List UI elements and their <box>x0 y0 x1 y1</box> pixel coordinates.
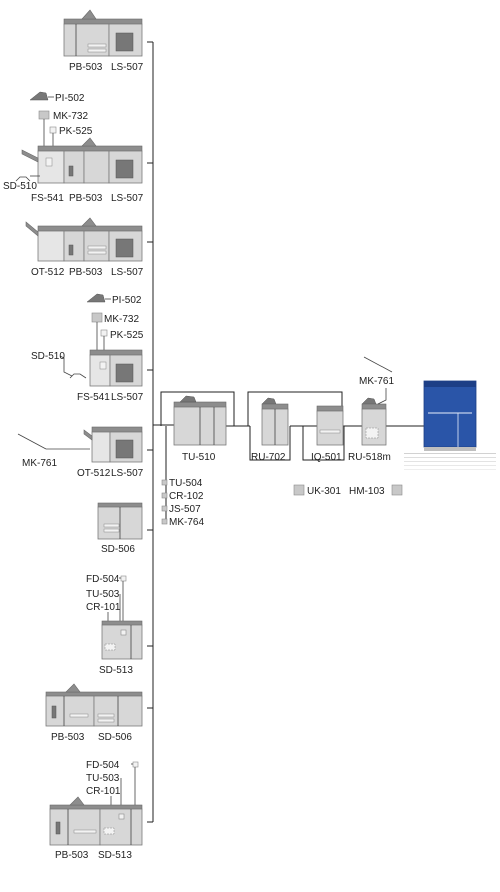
label-ls-507: LS-507 <box>111 62 144 73</box>
label-uk-301: UK-301 <box>307 486 341 497</box>
label-cr-101: CR-101 <box>86 602 121 613</box>
label-mk-761: MK-761 <box>22 458 57 469</box>
label-pi-502: PI-502 <box>55 93 85 104</box>
options-uk-hm: UK-301 HM-103 <box>293 484 403 497</box>
label-sd-510: SD-510 <box>3 181 37 192</box>
label-pb-503: PB-503 <box>69 193 103 204</box>
label-fs-541: FS-541 <box>77 392 110 403</box>
label-pb-503: PB-503 <box>69 62 103 73</box>
unit-iq-501[interactable]: IQ-501 <box>311 405 344 463</box>
option-js-507: JS-507 <box>169 504 201 515</box>
label-sd-506: SD-506 <box>98 732 132 743</box>
option-mk-761[interactable]: MK-761 <box>359 356 394 405</box>
finisher-sd513[interactable]: FD-504 TU-503 CR-101 SD-513 <box>86 574 143 676</box>
finisher-ot512-pb503-ls507[interactable]: OT-512 PB-503 LS-507 <box>25 217 144 278</box>
label-ot-512: OT-512 <box>77 468 111 479</box>
unit-ru-518m[interactable]: RU-518m <box>348 397 391 463</box>
label-ls-507: LS-507 <box>111 193 144 204</box>
connector-bus <box>147 41 176 823</box>
label-mk-732: MK-732 <box>53 111 88 122</box>
label-sd-510: SD-510 <box>31 351 65 362</box>
label-ru-518m: RU-518m <box>348 452 391 463</box>
label-mk-732: MK-732 <box>104 314 139 325</box>
label-hm-103: HM-103 <box>349 486 385 497</box>
finisher-ot512-ls507[interactable]: MK-761 OT-512 LS-507 <box>17 426 144 479</box>
finisher-pb503-sd506[interactable]: PB-503 SD-506 <box>45 683 143 743</box>
option-tu-504: TU-504 <box>169 478 203 489</box>
label-pi-502: PI-502 <box>112 295 142 306</box>
label-tu-510: TU-510 <box>182 452 216 463</box>
label-fd-504: FD-504 <box>86 760 120 771</box>
label-pb-503: PB-503 <box>51 732 85 743</box>
finisher-pb503-ls507[interactable]: PB-503 LS-507 <box>63 9 144 73</box>
label-cr-101: CR-101 <box>86 786 121 797</box>
label-pk-525: PK-525 <box>59 126 93 137</box>
label-sd-513: SD-513 <box>99 665 133 676</box>
label-mk-761: MK-761 <box>359 376 394 387</box>
label-fs-541: FS-541 <box>31 193 64 204</box>
label-ot-512: OT-512 <box>31 267 65 278</box>
unit-ru-702[interactable]: RU-702 <box>251 397 289 463</box>
label-ls-507: LS-507 <box>111 267 144 278</box>
label-ru-702: RU-702 <box>251 452 286 463</box>
label-fd-504: FD-504 <box>86 574 120 585</box>
label-iq-501: IQ-501 <box>311 452 342 463</box>
finisher-sd506[interactable]: SD-506 <box>97 502 143 555</box>
finisher-fs541-pb503-ls507[interactable]: PI-502 MK-732 PK-525 SD-510 FS-541 PB-50… <box>3 91 144 204</box>
label-pb-503: PB-503 <box>55 850 89 861</box>
unit-tu-510[interactable]: TU-510 <box>173 395 227 463</box>
label-sd-506: SD-506 <box>101 544 135 555</box>
label-sd-513: SD-513 <box>98 850 132 861</box>
option-mk-764: MK-764 <box>169 517 204 528</box>
label-tu-503: TU-503 <box>86 773 120 784</box>
main-print-engine[interactable] <box>404 380 496 470</box>
label-ls-507: LS-507 <box>111 392 144 403</box>
finisher-pb503-sd513[interactable]: FD-504 TU-503 CR-101 PB-503 SD-513 <box>49 760 143 861</box>
tu510-options: TU-504 CR-102 JS-507 MK-764 <box>161 478 204 528</box>
label-pk-525: PK-525 <box>110 330 144 341</box>
label-tu-503: TU-503 <box>86 589 120 600</box>
label-pb-503: PB-503 <box>69 267 103 278</box>
finisher-fs541-ls507[interactable]: PI-502 MK-732 PK-525 SD-510 FS-541 LS-50… <box>31 293 144 403</box>
option-cr-102: CR-102 <box>169 491 204 502</box>
label-ls-507: LS-507 <box>111 468 144 479</box>
